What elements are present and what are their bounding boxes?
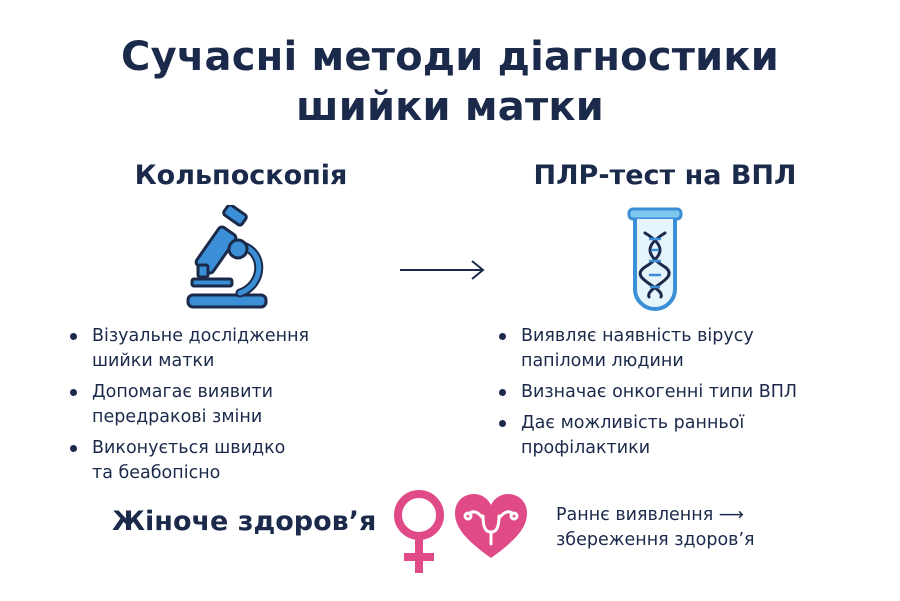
page-title-line-1: Сучасні методи діагностики	[121, 34, 779, 80]
female-symbol-icon	[394, 490, 444, 573]
pcr-test-heading: ПЛР-тест на ВПЛ	[533, 160, 797, 191]
list-item: Виявляє наявність вірусу папіломи людини	[497, 324, 837, 374]
note-line-2: збереження здоров’я	[556, 530, 755, 550]
test-tube-dna-icon	[627, 207, 683, 311]
bullet-dot	[499, 420, 506, 427]
list-item: Візуальне дослідження шийки матки	[68, 324, 368, 374]
colposcopy-heading: Кольпоскопія	[134, 160, 348, 191]
bullet-dot	[499, 389, 506, 396]
pcr-test-list: Виявляє наявність вірусу папіломи людини…	[497, 324, 837, 467]
list-item: Визначає онкогенні типи ВПЛ	[497, 380, 837, 405]
microscope-icon	[186, 205, 268, 309]
womens-health-title: Жіноче здоров’я	[112, 506, 377, 537]
page-title-line-2: шийки матки	[296, 84, 604, 130]
list-item: Допомагає виявити передракові зміни	[68, 380, 368, 430]
list-item: Дає можливість ранньої профілактики	[497, 411, 837, 461]
heart-uterus-icon	[455, 494, 527, 558]
colposcopy-list: Візуальне дослідження шийки матки Допома…	[68, 324, 368, 492]
list-item: Виконується швидко та беабопісно	[68, 436, 368, 486]
bullet-dot	[70, 333, 77, 340]
page-title: Сучасні методи діагностики шийки матки	[0, 32, 900, 132]
note-line-1: Раннє виявлення ⟶	[556, 505, 744, 525]
early-detection-note: Раннє виявлення ⟶ збереження здоров’я	[556, 503, 755, 553]
bullet-dot	[499, 333, 506, 340]
bullet-dot	[70, 389, 77, 396]
bullet-dot	[70, 445, 77, 452]
arrow-right-icon	[400, 260, 485, 280]
